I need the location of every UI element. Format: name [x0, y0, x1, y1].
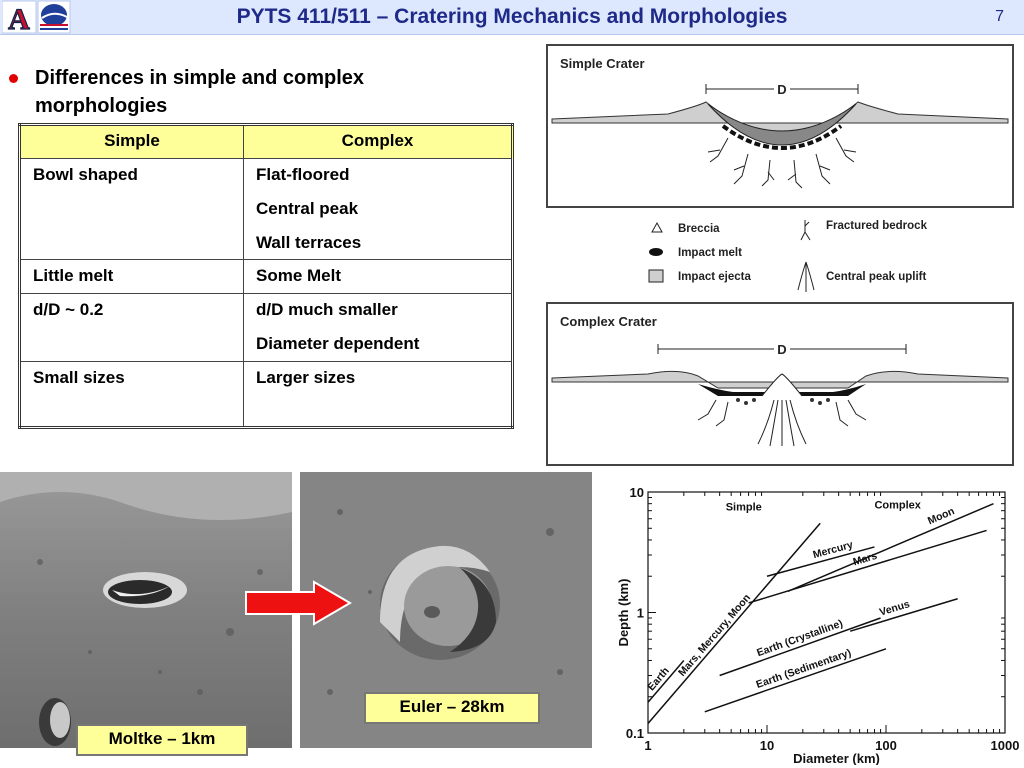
y-tick-label: 1	[637, 606, 644, 621]
series-line	[719, 617, 881, 677]
series-line	[647, 522, 821, 724]
cell-line: d/D much smaller	[256, 300, 398, 319]
header-simple: Simple	[19, 124, 244, 159]
impact-ejecta-icon	[648, 269, 664, 283]
x-tick-label: 1000	[991, 738, 1020, 753]
cell-simple: d/D ~ 0.2	[19, 293, 244, 362]
chart-annotation: Simple	[726, 502, 762, 514]
moltke-label: Moltke – 1km	[76, 724, 248, 756]
complex-crater-diagram: Complex Crater D	[546, 302, 1014, 466]
table-header-row: Simple Complex	[19, 124, 513, 159]
diameter-label: D	[777, 342, 786, 357]
simple-crater-title: Simple Crater	[560, 56, 645, 71]
series-line	[766, 546, 875, 577]
logo-letter: A	[8, 3, 30, 34]
table-row: Small sizes Larger sizes	[19, 361, 513, 428]
series-line	[704, 648, 887, 713]
series-line	[787, 502, 994, 592]
page-number: 7	[995, 8, 1004, 25]
diameter-label: D	[777, 82, 786, 97]
y-tick-label: 10	[630, 485, 644, 500]
cell-line: Little melt	[33, 266, 114, 285]
cell-complex: Larger sizes	[243, 361, 513, 428]
cell-complex: Flat-floored Central peak Wall terraces	[243, 158, 513, 260]
cell-complex: d/D much smaller Diameter dependent	[243, 293, 513, 362]
cell-line: d/D ~ 0.2	[33, 300, 104, 319]
chart-series	[647, 502, 994, 724]
cell-simple: Bowl shaped	[19, 158, 244, 260]
table-row: Bowl shaped Flat-floored Central peak Wa…	[19, 158, 513, 260]
comparison-table: Simple Complex Bowl shaped Flat-floored …	[18, 123, 514, 429]
y-tick-label: 0.1	[626, 726, 644, 741]
central-peak-uplift-icon	[797, 261, 815, 292]
legend-impact-ejecta: Impact ejecta	[678, 271, 751, 283]
university-logo: A	[2, 0, 71, 34]
moltke-crater-photo	[0, 472, 292, 748]
breccia-icon	[651, 221, 663, 233]
header-complex: Complex	[243, 124, 513, 159]
red-arrow-icon	[245, 580, 352, 626]
series-line	[849, 598, 958, 632]
cell-line: Diameter dependent	[256, 334, 420, 353]
euler-label: Euler – 28km	[364, 692, 540, 724]
table-row: d/D ~ 0.2 d/D much smaller Diameter depe…	[19, 293, 513, 362]
cell-line: Wall terraces	[256, 233, 362, 252]
legend-impact-melt: Impact melt	[678, 247, 742, 259]
x-tick-label: 100	[875, 738, 897, 753]
cell-line: Larger sizes	[256, 368, 356, 387]
bullet-icon	[9, 74, 18, 83]
legend-breccia: Breccia	[678, 223, 720, 235]
series-line	[748, 529, 987, 604]
simple-crater-diagram: Simple Crater D	[546, 44, 1014, 208]
cell-simple: Small sizes	[19, 361, 244, 428]
complex-crater-title: Complex Crater	[560, 314, 657, 329]
legend-central-peak-uplift: Central peak uplift	[826, 271, 926, 283]
bullet-text: Differences in simple and complex morpho…	[35, 67, 364, 117]
cell-line: Central peak	[256, 199, 359, 218]
x-axis-label: Diameter (km)	[793, 751, 880, 765]
chart-axes	[647, 491, 1006, 734]
cell-line: Small sizes	[33, 368, 125, 387]
title-bar	[0, 0, 1024, 35]
cell-simple: Little melt	[19, 259, 244, 294]
fractured-bedrock-icon	[800, 220, 811, 241]
legend-fractured-bedrock: Fractured bedrock	[826, 220, 928, 232]
cell-complex: Some Melt	[243, 259, 513, 294]
diagram-legend: Breccia Impact melt Impact ejecta Fractu…	[648, 220, 928, 292]
cell-line: Bowl shaped	[33, 165, 138, 184]
cell-line: Some Melt	[256, 266, 342, 285]
slide-title: PYTS 411/511 – Cratering Mechanics and M…	[236, 5, 788, 28]
y-axis-label: Depth (km)	[616, 579, 631, 647]
impact-melt-icon	[649, 248, 663, 256]
chart-annotation: Complex	[874, 499, 921, 511]
series-line	[647, 659, 685, 703]
x-tick-label: 1	[644, 738, 651, 753]
table-row: Little melt Some Melt	[19, 259, 513, 294]
cell-line: Flat-floored	[256, 165, 350, 184]
x-tick-label: 10	[760, 738, 774, 753]
